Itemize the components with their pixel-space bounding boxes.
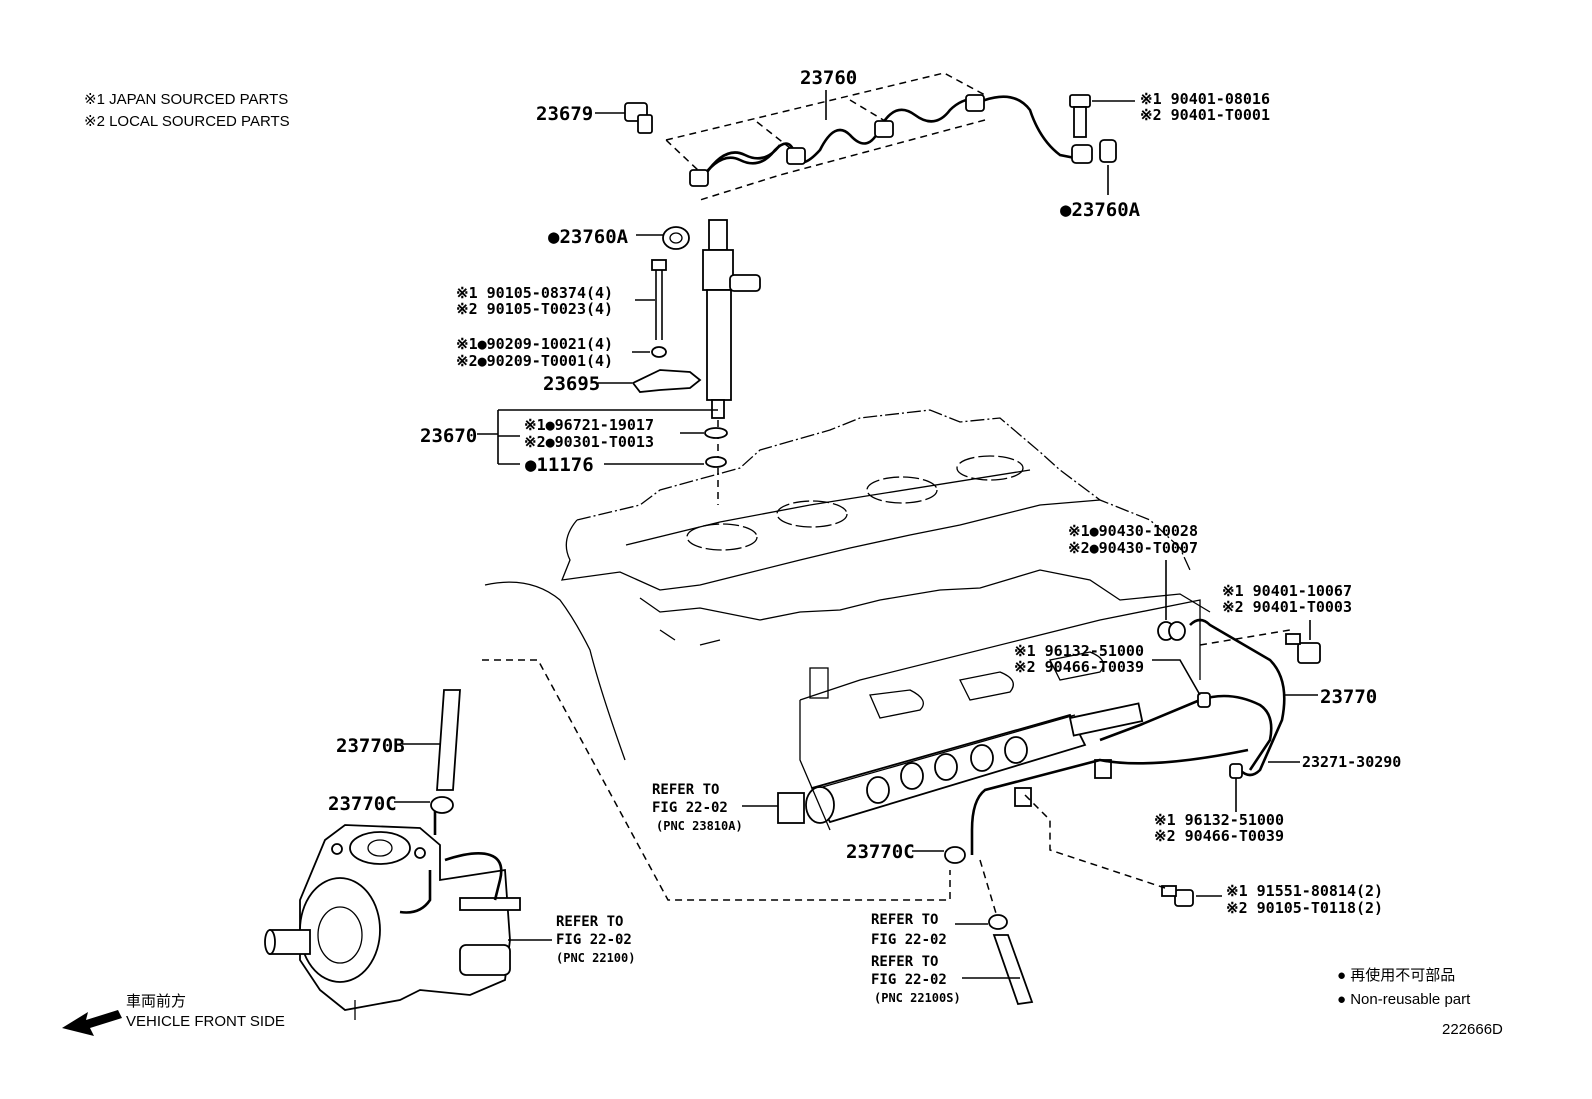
- label-23760A-right: ●23760A: [1060, 199, 1141, 221]
- label-23760A-left: ●23760A: [548, 226, 629, 248]
- hose-ref-a1: REFER TO: [871, 912, 938, 928]
- vehicle-front-arrow-icon: [62, 1010, 122, 1036]
- note-japan-sourced: ※1 JAPAN SOURCED PARTS: [84, 91, 288, 108]
- gasket-11176[interactable]: [705, 456, 727, 468]
- supply-pump[interactable]: [264, 800, 521, 1020]
- label-ring-T0013: ※2●90301-T0013: [524, 433, 654, 451]
- union-bolt-23679[interactable]: [624, 102, 653, 134]
- label-23770: 23770: [1320, 686, 1377, 708]
- label-washer-T0001: ※2●90209-T0001(4): [456, 352, 613, 370]
- label-screw-08374: ※1 90105-08374(4): [456, 284, 613, 302]
- label-ring-19017: ※1●96721-19017: [524, 416, 654, 434]
- label-bolt-80814: ※1 91551-80814(2): [1226, 882, 1383, 900]
- clip-23770C-left[interactable]: [430, 796, 454, 814]
- label-gasket-T0007: ※2●90430-T0007: [1068, 539, 1198, 557]
- clamp-23760A-left[interactable]: [662, 226, 690, 250]
- label-gasket-10028: ※1●90430-10028: [1068, 522, 1198, 540]
- clip-96132-bottom[interactable]: [1229, 763, 1243, 779]
- bolt-91551[interactable]: [1161, 885, 1194, 907]
- clamp-23695[interactable]: [631, 369, 702, 393]
- label-23670: 23670: [420, 425, 477, 447]
- figure-id: 222666D: [1442, 1021, 1503, 1038]
- bolt-90401-08016[interactable]: [1069, 94, 1091, 138]
- washer-90209[interactable]: [651, 346, 667, 358]
- hose-ref-b1: REFER TO: [871, 954, 938, 970]
- hose-ref-a2: FIG 22-02: [871, 932, 947, 948]
- hose-ref-b2: FIG 22-02: [871, 972, 947, 988]
- return-pipe-23770[interactable]: [970, 618, 1286, 855]
- legend-en: ● Non-reusable part: [1337, 991, 1471, 1008]
- label-23770C-left: 23770C: [328, 793, 397, 815]
- label-bolt-T0001: ※2 90401-T0001: [1140, 106, 1270, 124]
- label-screw-T0023: ※2 90105-T0023(4): [456, 300, 613, 318]
- injector-23670[interactable]: [702, 219, 761, 419]
- hose-ref-b3: (PNC 22100S): [874, 991, 961, 1005]
- label-23770C-mid: 23770C: [846, 841, 915, 863]
- rail-ref-3: (PNC 23810A): [656, 819, 743, 833]
- bolt-90401-10067[interactable]: [1285, 633, 1321, 664]
- label-bolt-T0003: ※2 90401-T0003: [1222, 598, 1352, 616]
- label-23271: 23271-30290: [1302, 753, 1401, 771]
- direction-jp: 車両前方: [126, 993, 186, 1010]
- injection-pipe-23760[interactable]: [665, 72, 1086, 201]
- clip-96132-top[interactable]: [1197, 692, 1211, 708]
- label-bolt-T0118: ※2 90105-T0118(2): [1226, 899, 1383, 917]
- label-11176: ●11176: [525, 454, 594, 476]
- cylinder-head-outline: [484, 409, 1211, 761]
- label-23679: 23679: [536, 103, 593, 125]
- direction-en: VEHICLE FRONT SIDE: [126, 1013, 285, 1030]
- clip-23770C-mid[interactable]: [944, 846, 966, 864]
- o-ring-96721[interactable]: [704, 427, 728, 439]
- label-clip-T0039-bottom: ※2 90466-T0039: [1154, 827, 1284, 845]
- label-bolt-10067: ※1 90401-10067: [1222, 582, 1352, 600]
- fuel-hose[interactable]: [988, 914, 1034, 1005]
- label-clip-T0039-top: ※2 90466-T0039: [1014, 658, 1144, 676]
- pump-ref-3: (PNC 22100): [556, 951, 635, 965]
- note-local-sourced: ※2 LOCAL SOURCED PARTS: [84, 113, 290, 130]
- pump-ref-2: FIG 22-02: [556, 932, 632, 948]
- label-bolt-08016: ※1 90401-08016: [1140, 90, 1270, 108]
- label-clip-51000-bottom: ※1 96132-51000: [1154, 811, 1284, 829]
- clamp-23760A-right[interactable]: [1071, 139, 1117, 164]
- hose-23770B[interactable]: [436, 689, 461, 791]
- label-23760: 23760: [800, 67, 857, 89]
- pump-ref-1: REFER TO: [556, 914, 623, 930]
- label-23770B: 23770B: [336, 735, 405, 757]
- screw-90105[interactable]: [651, 259, 667, 340]
- label-washer-10021: ※1●90209-10021(4): [456, 335, 613, 353]
- rail-ref-1: REFER TO: [652, 782, 719, 798]
- label-clip-51000-top: ※1 96132-51000: [1014, 642, 1144, 660]
- legend-jp: ● 再使用不可部品: [1337, 967, 1455, 984]
- label-23695: 23695: [543, 373, 600, 395]
- common-rail[interactable]: [777, 599, 1201, 831]
- gasket-90430[interactable]: [1157, 621, 1186, 641]
- rail-ref-2: FIG 22-02: [652, 800, 728, 816]
